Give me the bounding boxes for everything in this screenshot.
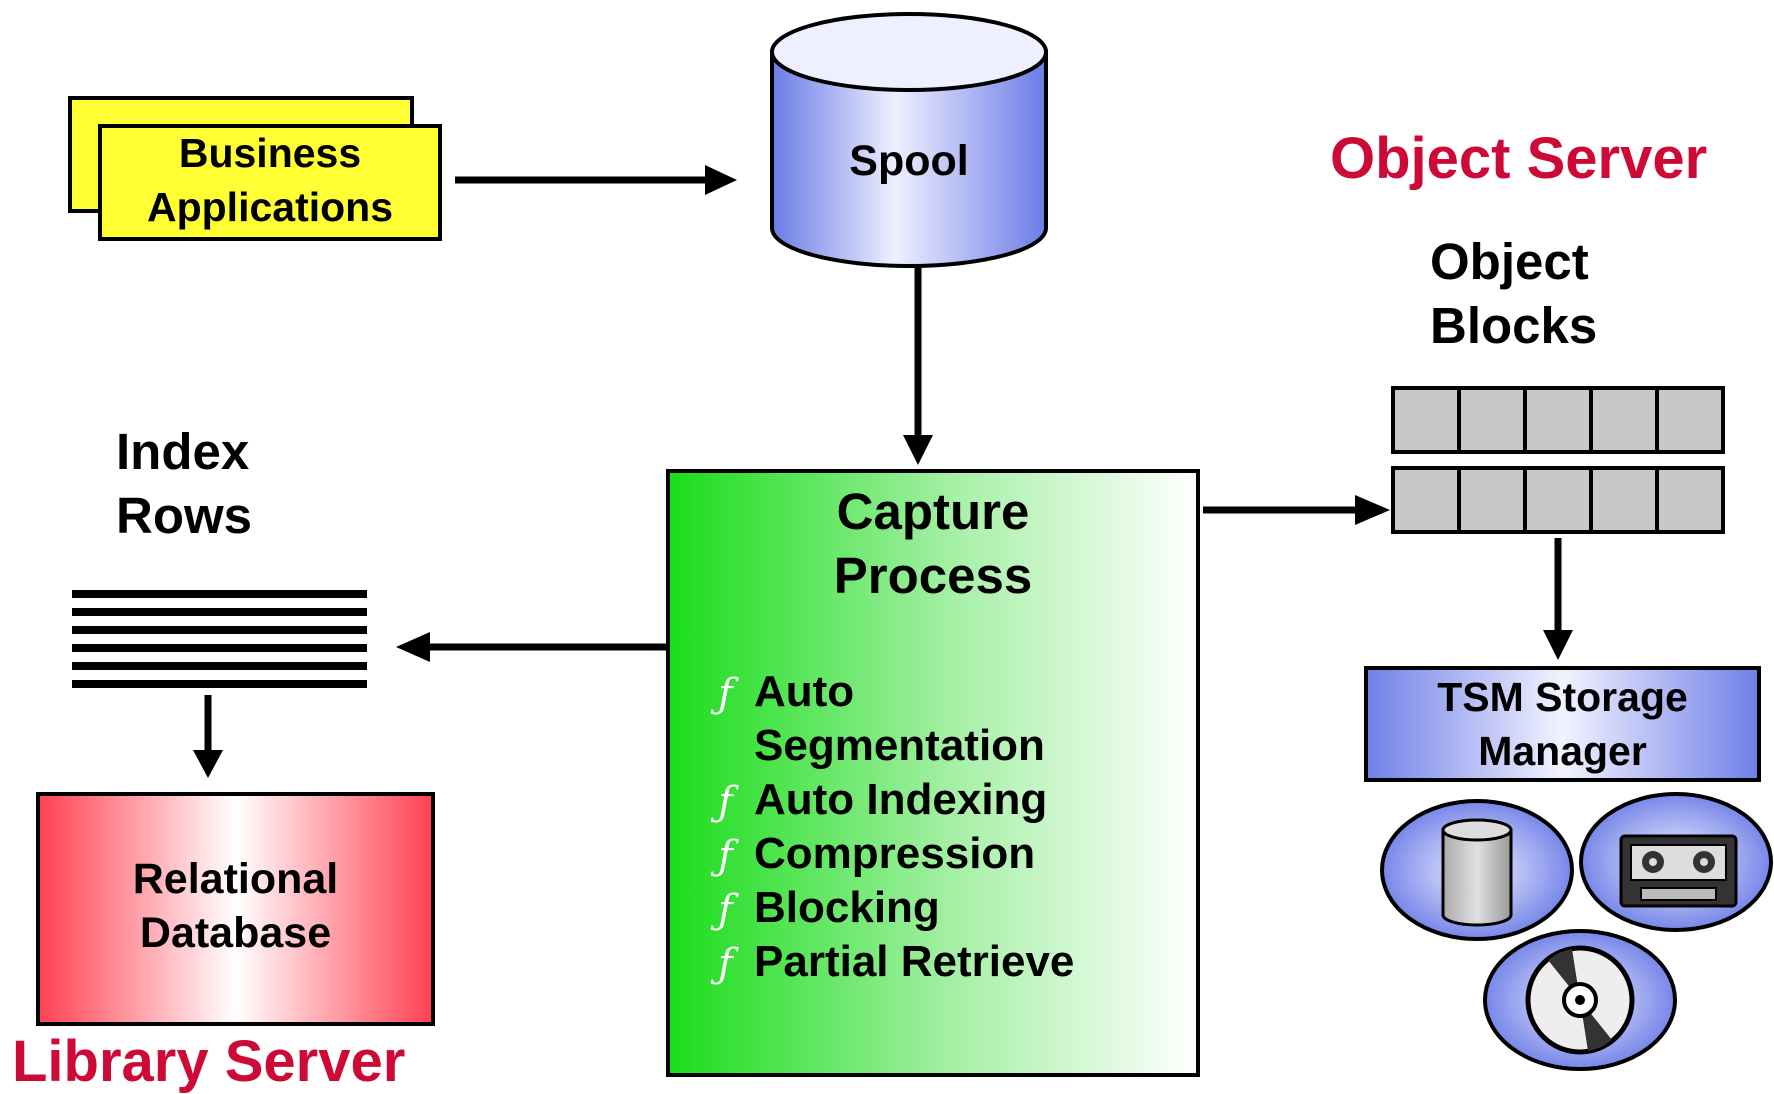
tsm-storage-manager-box (1364, 666, 1761, 782)
index-rows-stripes (72, 590, 367, 688)
capture-title-line1: Capture (836, 483, 1030, 540)
capture-bullet-item: ƒ Auto Segmentation (718, 665, 1074, 773)
disk-icon (1380, 799, 1574, 941)
object-blocks-label: Object Blocks (1430, 230, 1597, 358)
relational-database-label: Relational Database (38, 852, 433, 960)
bullet-mark-icon: ƒ (718, 779, 733, 825)
capture-title-line2: Process (833, 547, 1033, 604)
capture-process-title: Capture Process (668, 480, 1198, 608)
arrow-capture-to-index (396, 632, 668, 662)
capture-bullet-list: ƒ Auto Segmentation ƒ Auto Indexing ƒ Co… (718, 665, 1074, 989)
bullet-mark-icon: ƒ (718, 941, 733, 987)
arrow-spool-to-capture (903, 266, 933, 465)
bullet-text: Auto (754, 667, 855, 716)
library-server-label: Library Server (12, 1029, 406, 1094)
arrow-capture-to-blocks (1203, 495, 1390, 525)
business-applications-line2: Applications (146, 184, 394, 230)
capture-bullet-item: ƒ Auto Indexing (718, 773, 1074, 827)
bullet-text: Auto Indexing (754, 775, 1048, 824)
bullet-mark-icon: ƒ (718, 887, 733, 933)
bullet-text: Partial Retrieve (754, 937, 1075, 986)
arrow-blocks-to-tsm (1543, 538, 1573, 660)
bullet-mark-icon: ƒ (718, 833, 733, 879)
capture-bullet-item: ƒ Blocking (718, 881, 1074, 935)
index-rows-line2: Rows (116, 487, 253, 544)
capture-bullet-item: ƒ Partial Retrieve (718, 935, 1074, 989)
relational-database-box (36, 792, 435, 1026)
optical-disc-icon (1483, 929, 1677, 1071)
tsm-line2: Manager (1478, 728, 1647, 774)
relational-database-line1: Relational (132, 855, 339, 903)
arrow-business-to-spool (455, 165, 737, 195)
spool-label: Spool (849, 137, 969, 185)
bullet-text: Compression (754, 829, 1036, 878)
business-applications-label: Business Applications (100, 126, 440, 234)
object-server-label: Object Server (1330, 126, 1708, 191)
relational-database-line2: Database (139, 909, 332, 957)
tsm-line1: TSM Storage (1437, 674, 1688, 720)
spool-cylinder (770, 12, 1048, 268)
bullet-text-continued: Segmentation (754, 721, 1045, 770)
object-blocks-line1: Object (1430, 233, 1589, 290)
object-blocks-line2: Blocks (1430, 297, 1598, 354)
index-rows-label: Index Rows (116, 420, 252, 548)
bullet-mark-icon: ƒ (718, 671, 733, 717)
tsm-storage-manager-label: TSM Storage Manager (1366, 670, 1759, 778)
capture-process-box (666, 469, 1200, 1077)
business-applications-line1: Business (178, 130, 362, 176)
capture-bullet-item: ƒ Compression (718, 827, 1074, 881)
index-rows-line1: Index (116, 423, 250, 480)
object-blocks-grid (1391, 386, 1725, 534)
bullet-text: Blocking (754, 883, 940, 932)
tape-icon (1579, 792, 1773, 932)
business-applications-box (68, 96, 442, 241)
arrow-index-to-database (193, 695, 223, 778)
